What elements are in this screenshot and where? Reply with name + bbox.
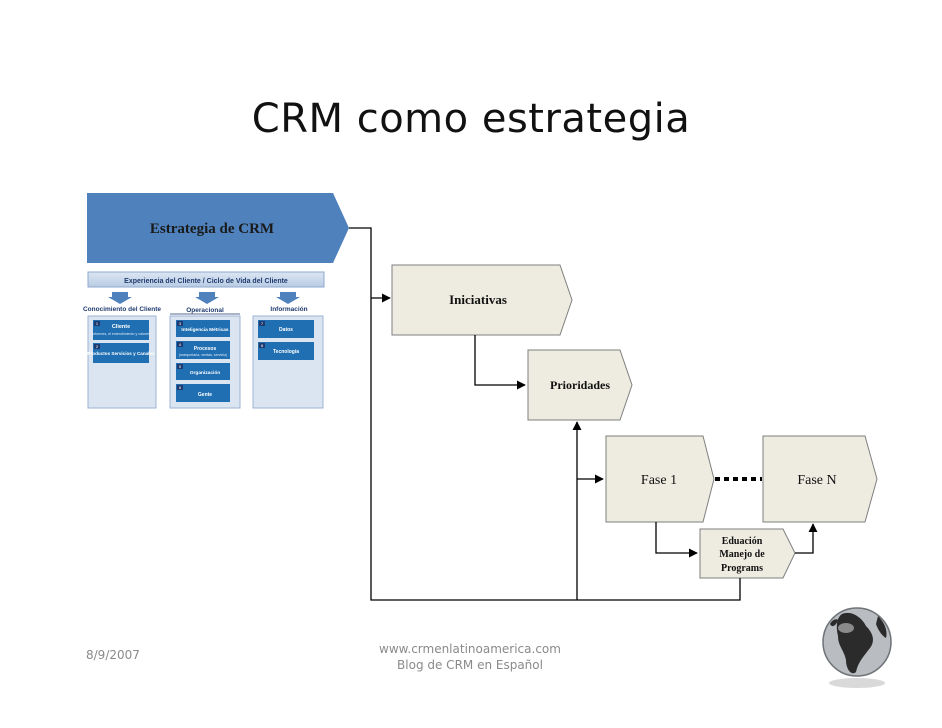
svg-text:Inteligencia Métricas: Inteligencia Métricas (181, 327, 229, 333)
item-procesos: 4 Procesos (marquetaria, ventas, servici… (176, 341, 230, 359)
item-cliente: 1 Cliente (Informes, el entendimiento y … (91, 320, 151, 340)
svg-text:Gente: Gente (198, 392, 212, 398)
item-tecnologia: 8 Tecnología (258, 342, 314, 360)
svg-text:7: 7 (261, 321, 264, 326)
experience-bar-label: Experiencia del Cliente / Ciclo de Vida … (124, 278, 288, 285)
node-educacion: Eduación Manejo de Programs (699, 528, 796, 579)
svg-text:1: 1 (96, 321, 99, 326)
column-header-conocimiento: Conocimiento del Cliente (83, 306, 161, 313)
svg-text:2: 2 (96, 344, 99, 349)
connector-lines (349, 227, 818, 601)
svg-text:8: 8 (261, 343, 264, 348)
svg-text:Prioridades: Prioridades (550, 378, 610, 392)
footer-url: www.crmenlatinoamerica.com (379, 642, 561, 656)
strategy-banner: Estrategia de CRM (87, 193, 349, 263)
svg-text:(Informes, el entendimiento y: (Informes, el entendimiento y valores) (91, 332, 151, 336)
svg-text:Eduación: Eduación (722, 536, 763, 547)
globe-icon (822, 607, 892, 688)
slide-title: CRM como estrategia (251, 96, 691, 142)
strategy-banner-label: Estrategia de CRM (150, 221, 274, 237)
svg-text:Iniciativas: Iniciativas (449, 292, 507, 307)
svg-text:Procesos: Procesos (194, 346, 217, 352)
item-organizacion: 5 Organización (176, 363, 230, 380)
column-header-informacion: Información (270, 306, 307, 313)
down-arrow-icon (108, 292, 300, 304)
experience-bar: Experiencia del Cliente / Ciclo de Vida … (87, 271, 325, 288)
item-datos: 7 Datos (258, 320, 314, 338)
svg-text:6: 6 (179, 385, 182, 390)
item-inteligencia: 3 Inteligencia Métricas (176, 320, 230, 337)
svg-text:Fase N: Fase N (797, 473, 836, 488)
svg-text:Programs: Programs (721, 563, 763, 574)
svg-text:Cliente: Cliente (112, 324, 130, 330)
svg-text:Tecnología: Tecnología (273, 349, 299, 355)
svg-text:4: 4 (179, 342, 182, 347)
svg-text:Fase 1: Fase 1 (641, 473, 677, 488)
svg-text:Productos Servicios y Canales: Productos Servicios y Canales (87, 351, 155, 356)
svg-text:(marquetaria, ventas, servicio: (marquetaria, ventas, servicio) (179, 353, 227, 357)
node-fase-n: Fase N (762, 435, 878, 523)
slide-date: 8/9/2007 (86, 648, 140, 662)
svg-text:Datos: Datos (279, 327, 293, 333)
svg-text:5: 5 (179, 364, 182, 369)
node-iniciativas: Iniciativas (391, 264, 573, 336)
item-productos: 2 Productos Servicios y Canales (87, 343, 155, 363)
svg-text:3: 3 (179, 321, 182, 326)
svg-text:Organización: Organización (190, 370, 220, 376)
item-gente: 6 Gente (176, 384, 230, 402)
footer-blog: Blog de CRM en Español (397, 658, 543, 672)
node-fase-1: Fase 1 (605, 435, 715, 523)
column-header-operacional: Operacional (186, 307, 224, 314)
svg-text:Manejo de: Manejo de (719, 549, 765, 560)
node-prioridades: Prioridades (527, 349, 633, 421)
